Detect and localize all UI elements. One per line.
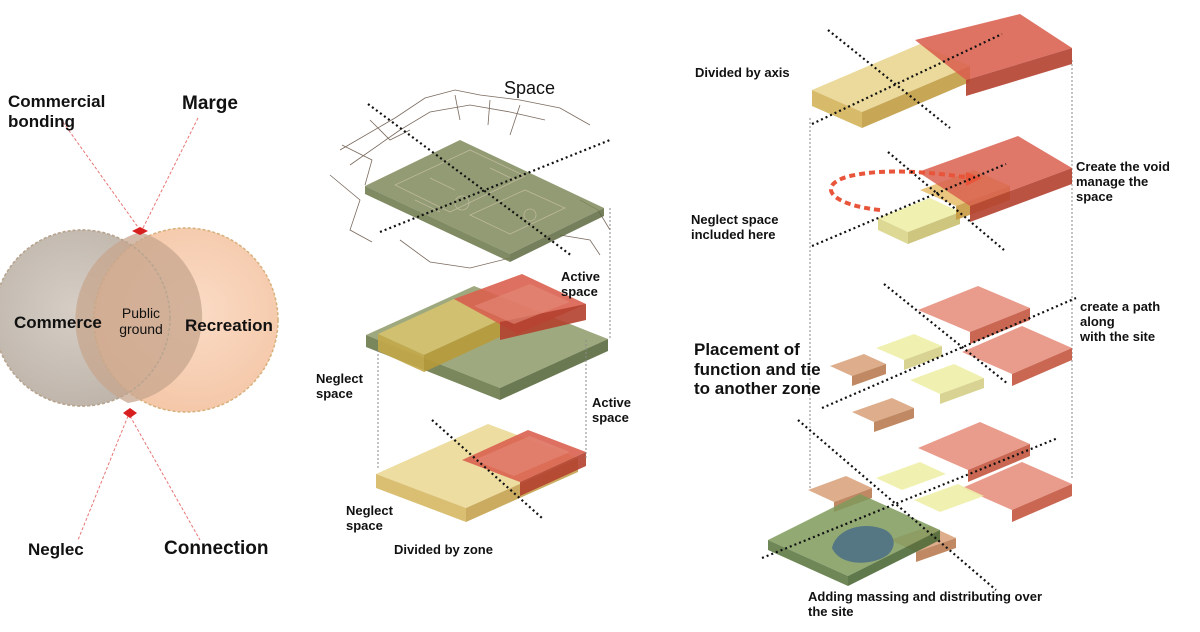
site-plan-slab <box>365 140 604 262</box>
space-title: Space <box>504 78 556 98</box>
neglec-label: Neglec <box>28 540 84 559</box>
placement-layer <box>830 286 1072 432</box>
create-path-label: create a path along with the site <box>1080 299 1161 344</box>
active-space-label-2: Active space <box>592 395 632 425</box>
placement-label: Placement of function and tie to another… <box>694 340 821 399</box>
overlap-region <box>75 232 203 403</box>
commerce-label: Commerce <box>14 313 102 332</box>
connector-commercial <box>59 117 141 231</box>
commercial-bonding-label: Commercial bonding <box>8 92 106 131</box>
void-layer <box>828 136 1072 244</box>
marge-label: Marge <box>182 93 238 114</box>
void-loop <box>828 169 973 212</box>
divided-by-zone-label: Divided by zone <box>394 542 493 557</box>
zone-block-lower <box>376 424 586 522</box>
neglect-included-label: Neglect space included here <box>691 212 779 242</box>
adding-massing-label: Adding massing and distributing over the… <box>808 589 1043 619</box>
axis-layer <box>812 14 1072 128</box>
massing-layer <box>768 422 1072 586</box>
connector-marge <box>141 117 199 231</box>
bottom-marker <box>123 408 137 418</box>
middle-guides <box>377 208 611 470</box>
top-marker <box>132 227 148 235</box>
zone-block-upper <box>366 274 608 400</box>
neglect-space-label-1: Neglect space <box>316 371 363 401</box>
middle-axes <box>367 103 611 519</box>
recreation-label: Recreation <box>185 316 273 335</box>
venn-diagram <box>0 117 279 541</box>
connector-neglec <box>77 415 129 541</box>
active-space-label-1: Active space <box>561 269 601 299</box>
mass-shape <box>832 526 894 563</box>
create-void-label: Create the void manage the space <box>1076 159 1170 204</box>
connection-label: Connection <box>164 538 269 559</box>
right-guides <box>809 60 1073 490</box>
neglect-space-label-2: Neglect space <box>346 503 393 533</box>
connector-connection <box>129 415 201 541</box>
public-ground-label: Public ground <box>119 305 163 338</box>
right-axes <box>761 29 1077 591</box>
divided-by-axis-label: Divided by axis <box>695 65 790 80</box>
